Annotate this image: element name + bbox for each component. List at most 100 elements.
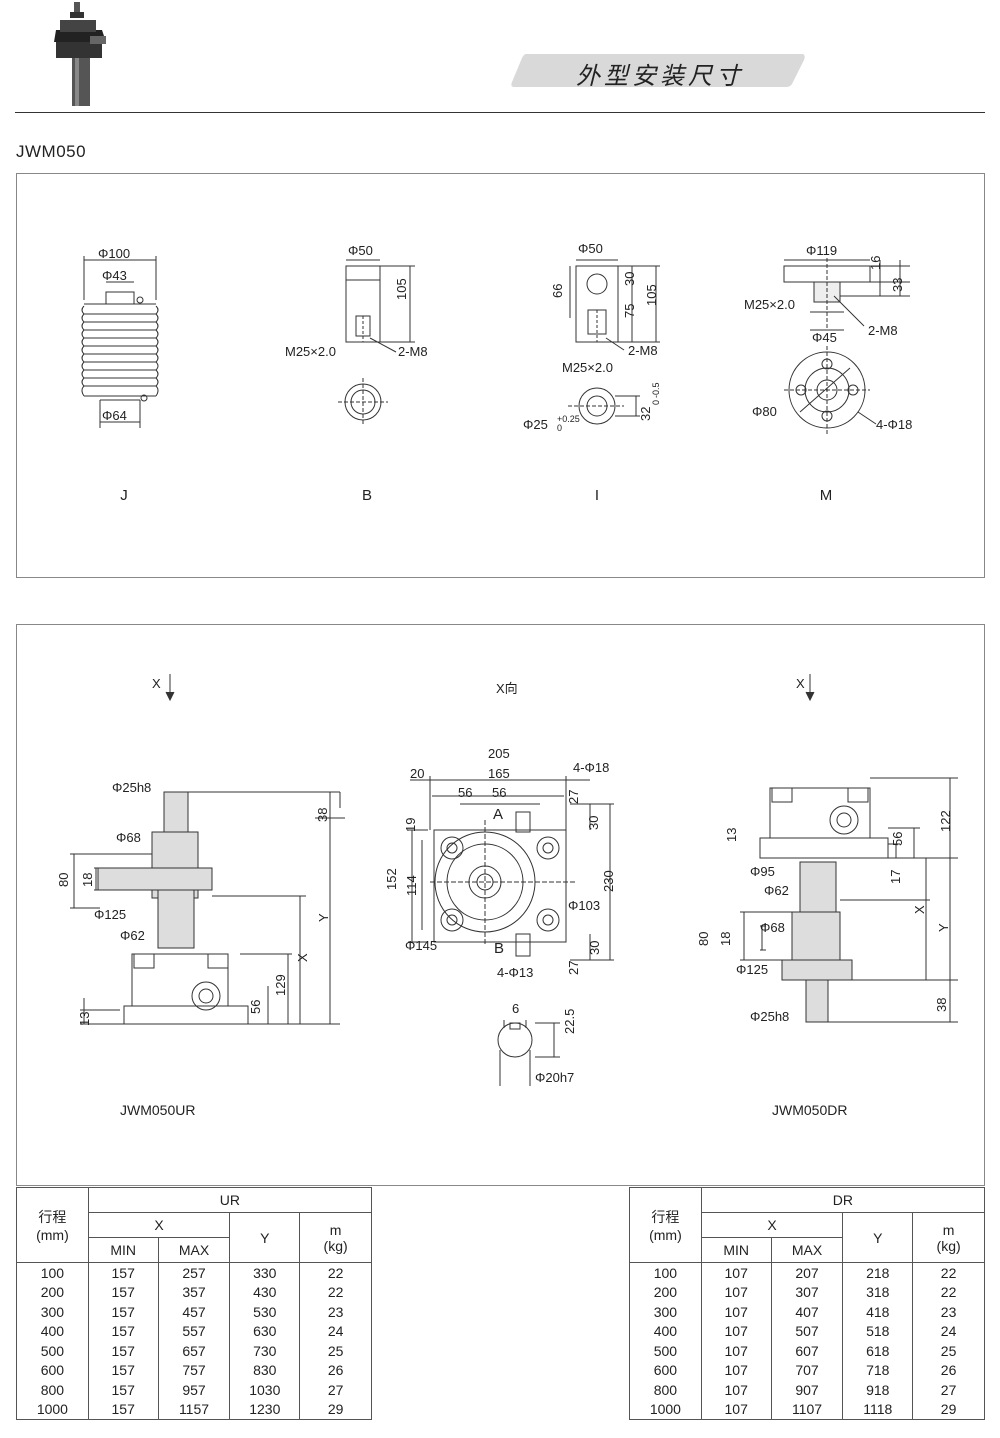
dim-ur-4: 18 — [80, 872, 95, 887]
dim-b-3: 2-M8 — [398, 344, 428, 359]
dim-dr-5: Φ62 — [764, 883, 789, 898]
table-cell: 200 — [629, 1282, 702, 1302]
dim-dr-9: 80 — [696, 931, 711, 946]
dim-xv-6: 27 — [566, 789, 581, 804]
title-badge — [511, 54, 805, 87]
table-cell: 300 — [16, 1302, 89, 1322]
dr-model-label: JWM050DR — [772, 1102, 848, 1118]
dim-ur-11: 13 — [77, 1011, 92, 1026]
dim-ur-5: Φ125 — [94, 907, 127, 922]
dim-m-5: Φ45 — [812, 330, 837, 345]
dim-xv-14: Φ145 — [405, 938, 438, 953]
dim-i-0: Φ50 — [578, 241, 603, 256]
table-cell: 1030 — [229, 1380, 301, 1400]
table-cell: 107 — [700, 1302, 772, 1322]
dim-key-0: 6 — [512, 1001, 520, 1016]
ur-head-min: MIN — [87, 1237, 159, 1263]
table-cell: 157 — [87, 1302, 159, 1322]
table-cell: 500 — [629, 1341, 702, 1361]
table-cell: 918 — [842, 1380, 914, 1400]
table-cell: 957 — [157, 1380, 231, 1400]
ur-head-group: UR — [87, 1187, 373, 1213]
table-cell: 157 — [87, 1262, 159, 1283]
header-rule — [15, 112, 985, 113]
dim-key-1: 22.5 — [562, 1008, 577, 1034]
dim-xv-3: 56 — [458, 785, 473, 800]
drawing-i — [568, 259, 660, 425]
table-cell: 1230 — [229, 1399, 301, 1420]
dim-m-2: 33 — [890, 277, 905, 292]
dim-i-2: 30 — [622, 271, 637, 286]
ur-view-arrow-label: X — [152, 676, 161, 691]
dr-view-arrow-label: X — [796, 676, 805, 691]
table-cell: 23 — [299, 1302, 372, 1322]
table-cell: 600 — [16, 1360, 89, 1380]
drawing-ur — [70, 674, 345, 1025]
drawing-dr — [740, 674, 958, 1023]
table-cell: 29 — [912, 1399, 985, 1420]
dim-dr-6: X — [912, 905, 927, 914]
dim-i-1: 66 — [550, 283, 565, 298]
dim-xv-18: 27 — [566, 960, 581, 975]
table-cell: 300 — [629, 1302, 702, 1322]
table-cell: 730 — [229, 1341, 301, 1361]
dr-head-max: MAX — [770, 1237, 844, 1263]
table-cell: 400 — [629, 1321, 702, 1341]
table-cell: 26 — [912, 1360, 985, 1380]
table-cell: 107 — [700, 1399, 772, 1420]
dim-dr-4: 17 — [888, 869, 903, 884]
table-cell: 657 — [157, 1341, 231, 1361]
table-cell: 107 — [700, 1321, 772, 1341]
dim-ur-9: 129 — [273, 974, 288, 996]
table-cell: 757 — [157, 1360, 231, 1380]
table-cell: 207 — [770, 1262, 844, 1283]
label-b: B — [361, 487, 372, 504]
table-cell: 557 — [157, 1321, 231, 1341]
table-cell: 107 — [700, 1380, 772, 1400]
table-cell: 157 — [87, 1380, 159, 1400]
table-cell: 200 — [16, 1282, 89, 1302]
table-cell: 1000 — [16, 1399, 89, 1420]
dim-dr-1: 13 — [724, 827, 739, 842]
drawing-x-view — [408, 776, 614, 1086]
table-cell: 157 — [87, 1321, 159, 1341]
dim-i-9: 0 — [557, 423, 563, 433]
dim-i-3: 75 — [622, 303, 637, 318]
dim-m-4: 2-M8 — [868, 323, 898, 338]
dim-xv-5: 4-Φ18 — [573, 760, 610, 775]
dim-m-0: Φ119 — [806, 243, 838, 258]
dim-ur-2: Φ68 — [116, 830, 141, 845]
dim-ur-0: Φ25h8 — [112, 780, 152, 795]
table-cell: 23 — [912, 1302, 985, 1322]
dr-head-min: MIN — [700, 1237, 772, 1263]
table-cell: 618 — [842, 1341, 914, 1361]
jack-frame — [16, 624, 985, 1186]
dim-xv-13: Φ103 — [568, 898, 601, 913]
table-cell: 330 — [229, 1262, 301, 1283]
dim-xv-17: 30 — [587, 940, 602, 955]
dim-i-8: +0.25 — [557, 414, 580, 424]
dim-ur-6: Φ62 — [120, 928, 145, 943]
table-cell: 27 — [299, 1380, 372, 1400]
table-cell: 800 — [629, 1380, 702, 1400]
table-cell: 107 — [700, 1282, 772, 1302]
ur-head-m: m(kg) — [299, 1212, 372, 1263]
dim-xv-11: 114 — [404, 875, 419, 896]
table-cell: 107 — [700, 1262, 772, 1283]
dim-xv-15: B — [494, 940, 505, 957]
table-cell: 1107 — [770, 1399, 844, 1420]
dim-i-11: 0 — [651, 399, 661, 405]
dim-dr-3: Φ95 — [750, 864, 775, 879]
dr-head-m: m(kg) — [912, 1212, 985, 1263]
dim-i-7: Φ25 — [523, 417, 548, 432]
